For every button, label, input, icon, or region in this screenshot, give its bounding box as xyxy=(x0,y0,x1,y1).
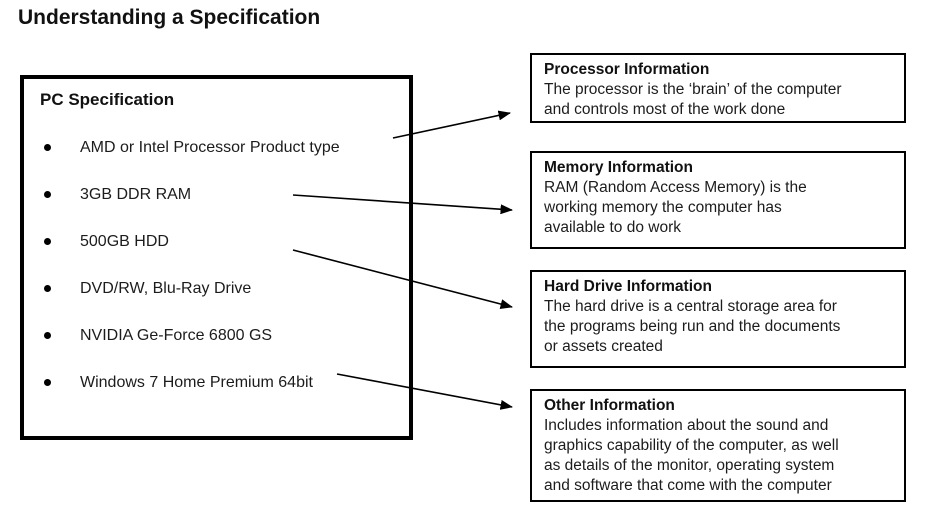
info-box-body: Includes information about the sound and… xyxy=(544,417,839,494)
spec-item-optical-drive: DVD/RW, Blu-Ray Drive xyxy=(24,265,409,312)
info-box-body: The processor is the ‘brain’ of the comp… xyxy=(544,81,842,118)
info-box-title: Processor Information xyxy=(544,61,710,78)
spec-item-label: Windows 7 Home Premium 64bit xyxy=(80,373,313,391)
bullet-icon xyxy=(44,379,51,386)
spec-item-ram: 3GB DDR RAM xyxy=(24,171,409,218)
info-box-title: Other Information xyxy=(544,397,675,414)
processor-info-box: Processor Information The processor is t… xyxy=(530,53,906,123)
bullet-icon xyxy=(44,332,51,339)
info-box-title: Memory Information xyxy=(544,159,693,176)
spec-item-label: 500GB HDD xyxy=(80,232,169,250)
spec-item-processor: AMD or Intel Processor Product type xyxy=(24,124,409,171)
pc-specification-box: PC Specification AMD or Intel Processor … xyxy=(20,75,413,440)
bullet-icon xyxy=(44,238,51,245)
info-box-body: The hard drive is a central storage area… xyxy=(544,298,841,355)
spec-item-label: 3GB DDR RAM xyxy=(80,185,192,203)
other-info-box: Other Information Includes information a… xyxy=(530,389,906,502)
spec-item-label: DVD/RW, Blu-Ray Drive xyxy=(80,279,252,297)
info-box-body: RAM (Random Access Memory) is the workin… xyxy=(544,179,807,236)
hard-drive-info-box: Hard Drive Information The hard drive is… xyxy=(530,270,906,368)
bullet-icon xyxy=(44,285,51,292)
bullet-icon xyxy=(44,144,51,151)
spec-item-os: Windows 7 Home Premium 64bit xyxy=(24,359,409,406)
spec-item-gpu: NVIDIA Ge-Force 6800 GS xyxy=(24,312,409,359)
spec-item-hdd: 500GB HDD xyxy=(24,218,409,265)
spec-list: AMD or Intel Processor Product type 3GB … xyxy=(24,124,409,406)
info-box-title: Hard Drive Information xyxy=(544,278,712,295)
spec-item-label: NVIDIA Ge-Force 6800 GS xyxy=(80,326,273,344)
memory-info-box: Memory Information RAM (Random Access Me… xyxy=(530,151,906,249)
page-title: Understanding a Specification xyxy=(18,6,321,29)
spec-item-label: AMD or Intel Processor Product type xyxy=(80,138,340,156)
spec-box-title: PC Specification xyxy=(40,90,175,109)
bullet-icon xyxy=(44,191,51,198)
